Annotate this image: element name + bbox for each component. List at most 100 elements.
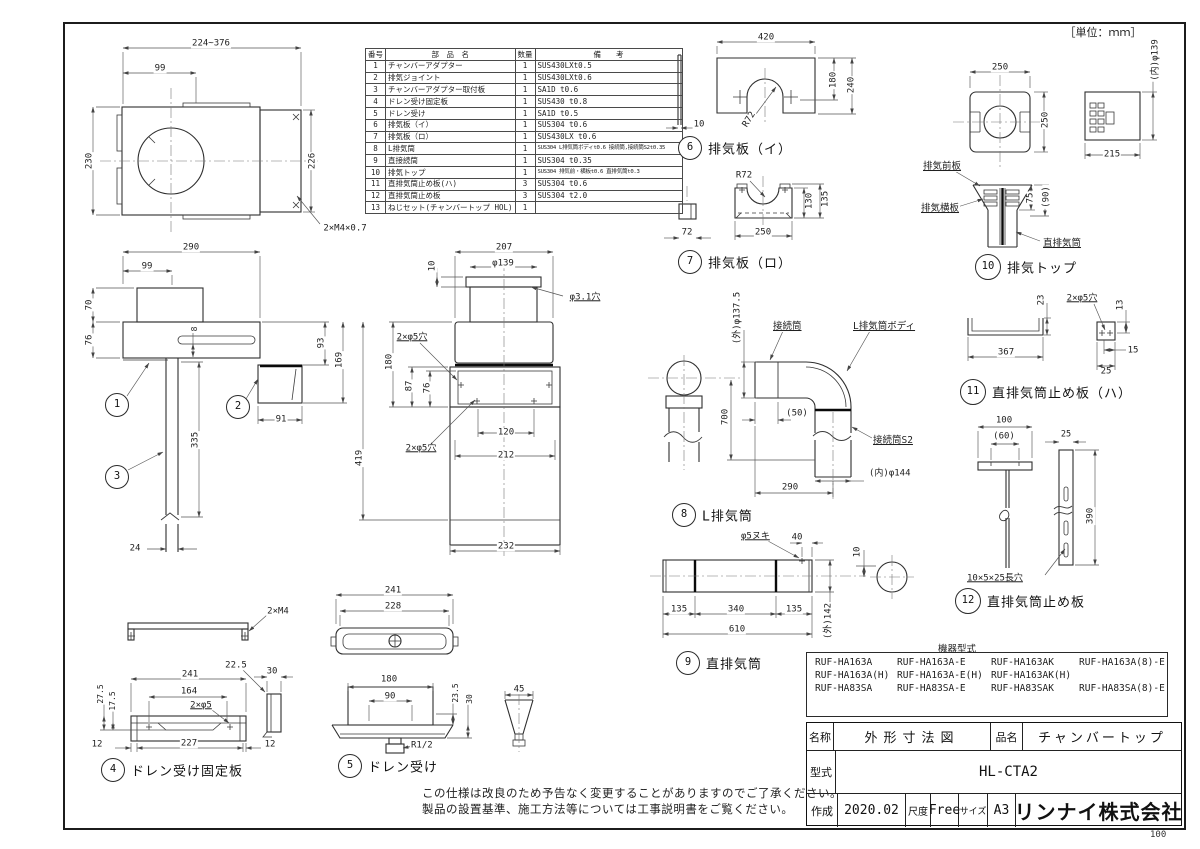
dimension-label: 15: [1126, 345, 1140, 356]
machine-model: RUF-HA163A(8)-E: [1079, 657, 1165, 668]
dimension-label: 12: [90, 739, 104, 750]
dimension-label: 27.5: [95, 683, 106, 705]
parts-col-remark: 備 考: [534, 48, 683, 61]
dimension-label: 99: [140, 261, 154, 272]
dimension-label: 排気前板: [922, 161, 963, 173]
dimension-label: 610: [727, 624, 747, 635]
machine-model: RUF-HA163A(H): [815, 670, 890, 681]
title-product-label: 品名: [991, 723, 1023, 751]
parts-table-cell: 11: [365, 177, 386, 191]
dimension-label: 2×M4×0.7: [322, 223, 368, 234]
dimension-label: 164: [179, 686, 199, 697]
parts-table-cell: SUS430LXt0.5: [534, 59, 683, 73]
dimension-label: 232: [496, 541, 516, 552]
parts-table-cell: 5: [365, 106, 386, 120]
dimension-label: L排気筒ボディ: [852, 321, 917, 333]
dimension-label: 30: [464, 693, 475, 705]
view-title: 直排気筒止め板: [987, 595, 1086, 611]
dimension-label: 228: [383, 601, 403, 612]
parts-table-cell: 直排気筒止め板: [385, 189, 516, 203]
title-name-value: 外形寸法図: [834, 723, 991, 751]
dimension-label: 420: [756, 32, 776, 43]
parts-table-cell: 1: [514, 83, 536, 97]
dimension-label: R1/2: [410, 740, 434, 751]
dimension-label: (外)φ137.5: [732, 290, 743, 346]
balloon-10: 10: [975, 254, 1001, 280]
title-created-value: 2020.02: [838, 794, 906, 827]
parts-table-cell: ドレン受け: [385, 106, 516, 120]
dimension-label: 24: [128, 543, 142, 554]
dimension-label: 212: [496, 450, 516, 461]
revision-note: この仕様は改良のため予告なく変更することがありますのでご了承ください。 製品の設…: [422, 786, 842, 817]
machine-model: RUF-HA83SA-E: [897, 683, 966, 694]
dimension-label: 10: [427, 259, 438, 273]
balloon-1: 1: [105, 393, 129, 417]
parts-table-cell: 排気板（ロ）: [385, 130, 516, 144]
dimension-label: 接続筒S2: [872, 435, 914, 447]
title-created-label: 作成: [807, 794, 838, 827]
title-model-label: 型式: [807, 751, 836, 794]
view-title: 排気板（ロ）: [708, 256, 793, 272]
dimension-label: 排気横板: [920, 203, 961, 215]
parts-table-cell: SA1D t0.5: [534, 106, 683, 120]
machine-model: RUF-HA83SA: [815, 683, 873, 694]
dimension-label: 10: [692, 119, 706, 130]
dimension-label: (60): [992, 431, 1016, 442]
dimension-label: 230: [84, 151, 95, 171]
parts-table-header: 番号 部 品 名 数量 備 考: [365, 48, 683, 61]
balloon-2: 2: [226, 395, 250, 419]
balloon-8: 8: [672, 503, 696, 527]
dimension-label: 700: [720, 407, 731, 427]
dimension-label: 99: [153, 63, 167, 74]
parts-table-cell: 4: [365, 95, 386, 108]
dimension-label: φ3.1穴: [568, 292, 602, 303]
dimension-label: R72: [734, 170, 754, 181]
dimension-label: 75: [1025, 191, 1036, 205]
dimension-label: 135: [820, 189, 831, 209]
title-scale-label: 尺度: [906, 794, 931, 827]
balloon-3: 3: [105, 465, 129, 489]
dimension-label: 240: [846, 75, 857, 95]
parts-table-cell: チャンバーアダプター取付板: [385, 83, 516, 97]
parts-table-cell: 1: [514, 118, 536, 132]
balloon-6: 6: [678, 136, 702, 160]
parts-col-number: 番号: [365, 48, 386, 61]
parts-table-cell: 1: [514, 154, 536, 167]
view-title: 直排気筒止め板（ハ）: [992, 386, 1133, 402]
view-title: ドレン受け固定板: [131, 764, 244, 780]
parts-table-cell: 12: [365, 189, 386, 203]
parts-table-cell: 1: [514, 142, 536, 156]
dimension-label: (90): [1041, 185, 1052, 209]
parts-table-cell: 9: [365, 154, 386, 167]
parts-col-qty: 数量: [514, 48, 536, 61]
view-title: L排気筒: [702, 509, 753, 525]
dimension-label: 2×φ5穴: [395, 332, 429, 343]
dimension-label: 10: [852, 545, 863, 559]
balloon-9: 9: [676, 651, 700, 675]
dimension-label: 40: [790, 532, 804, 543]
dimension-label: 120: [496, 427, 516, 438]
balloon-7: 7: [678, 250, 702, 274]
dimension-label: 241: [383, 585, 403, 596]
dimension-label: 227: [179, 738, 199, 749]
dimension-label: 180: [828, 70, 839, 90]
view-title: 排気トップ: [1007, 261, 1078, 277]
dimension-label: 接続筒: [772, 321, 803, 333]
balloon-5: 5: [338, 754, 362, 778]
dimension-label: 290: [780, 482, 800, 493]
dimension-label: (内)φ144: [868, 468, 912, 479]
parts-table-cell: 1: [514, 106, 536, 120]
parts-table-cell: SUS304 t0.35: [534, 154, 683, 167]
dimension-label: 10×5×25長穴: [966, 573, 1024, 584]
machine-model: RUF-HA163A: [815, 657, 873, 668]
dimension-label: 135: [784, 604, 804, 615]
parts-col-name: 部 品 名: [385, 48, 516, 61]
